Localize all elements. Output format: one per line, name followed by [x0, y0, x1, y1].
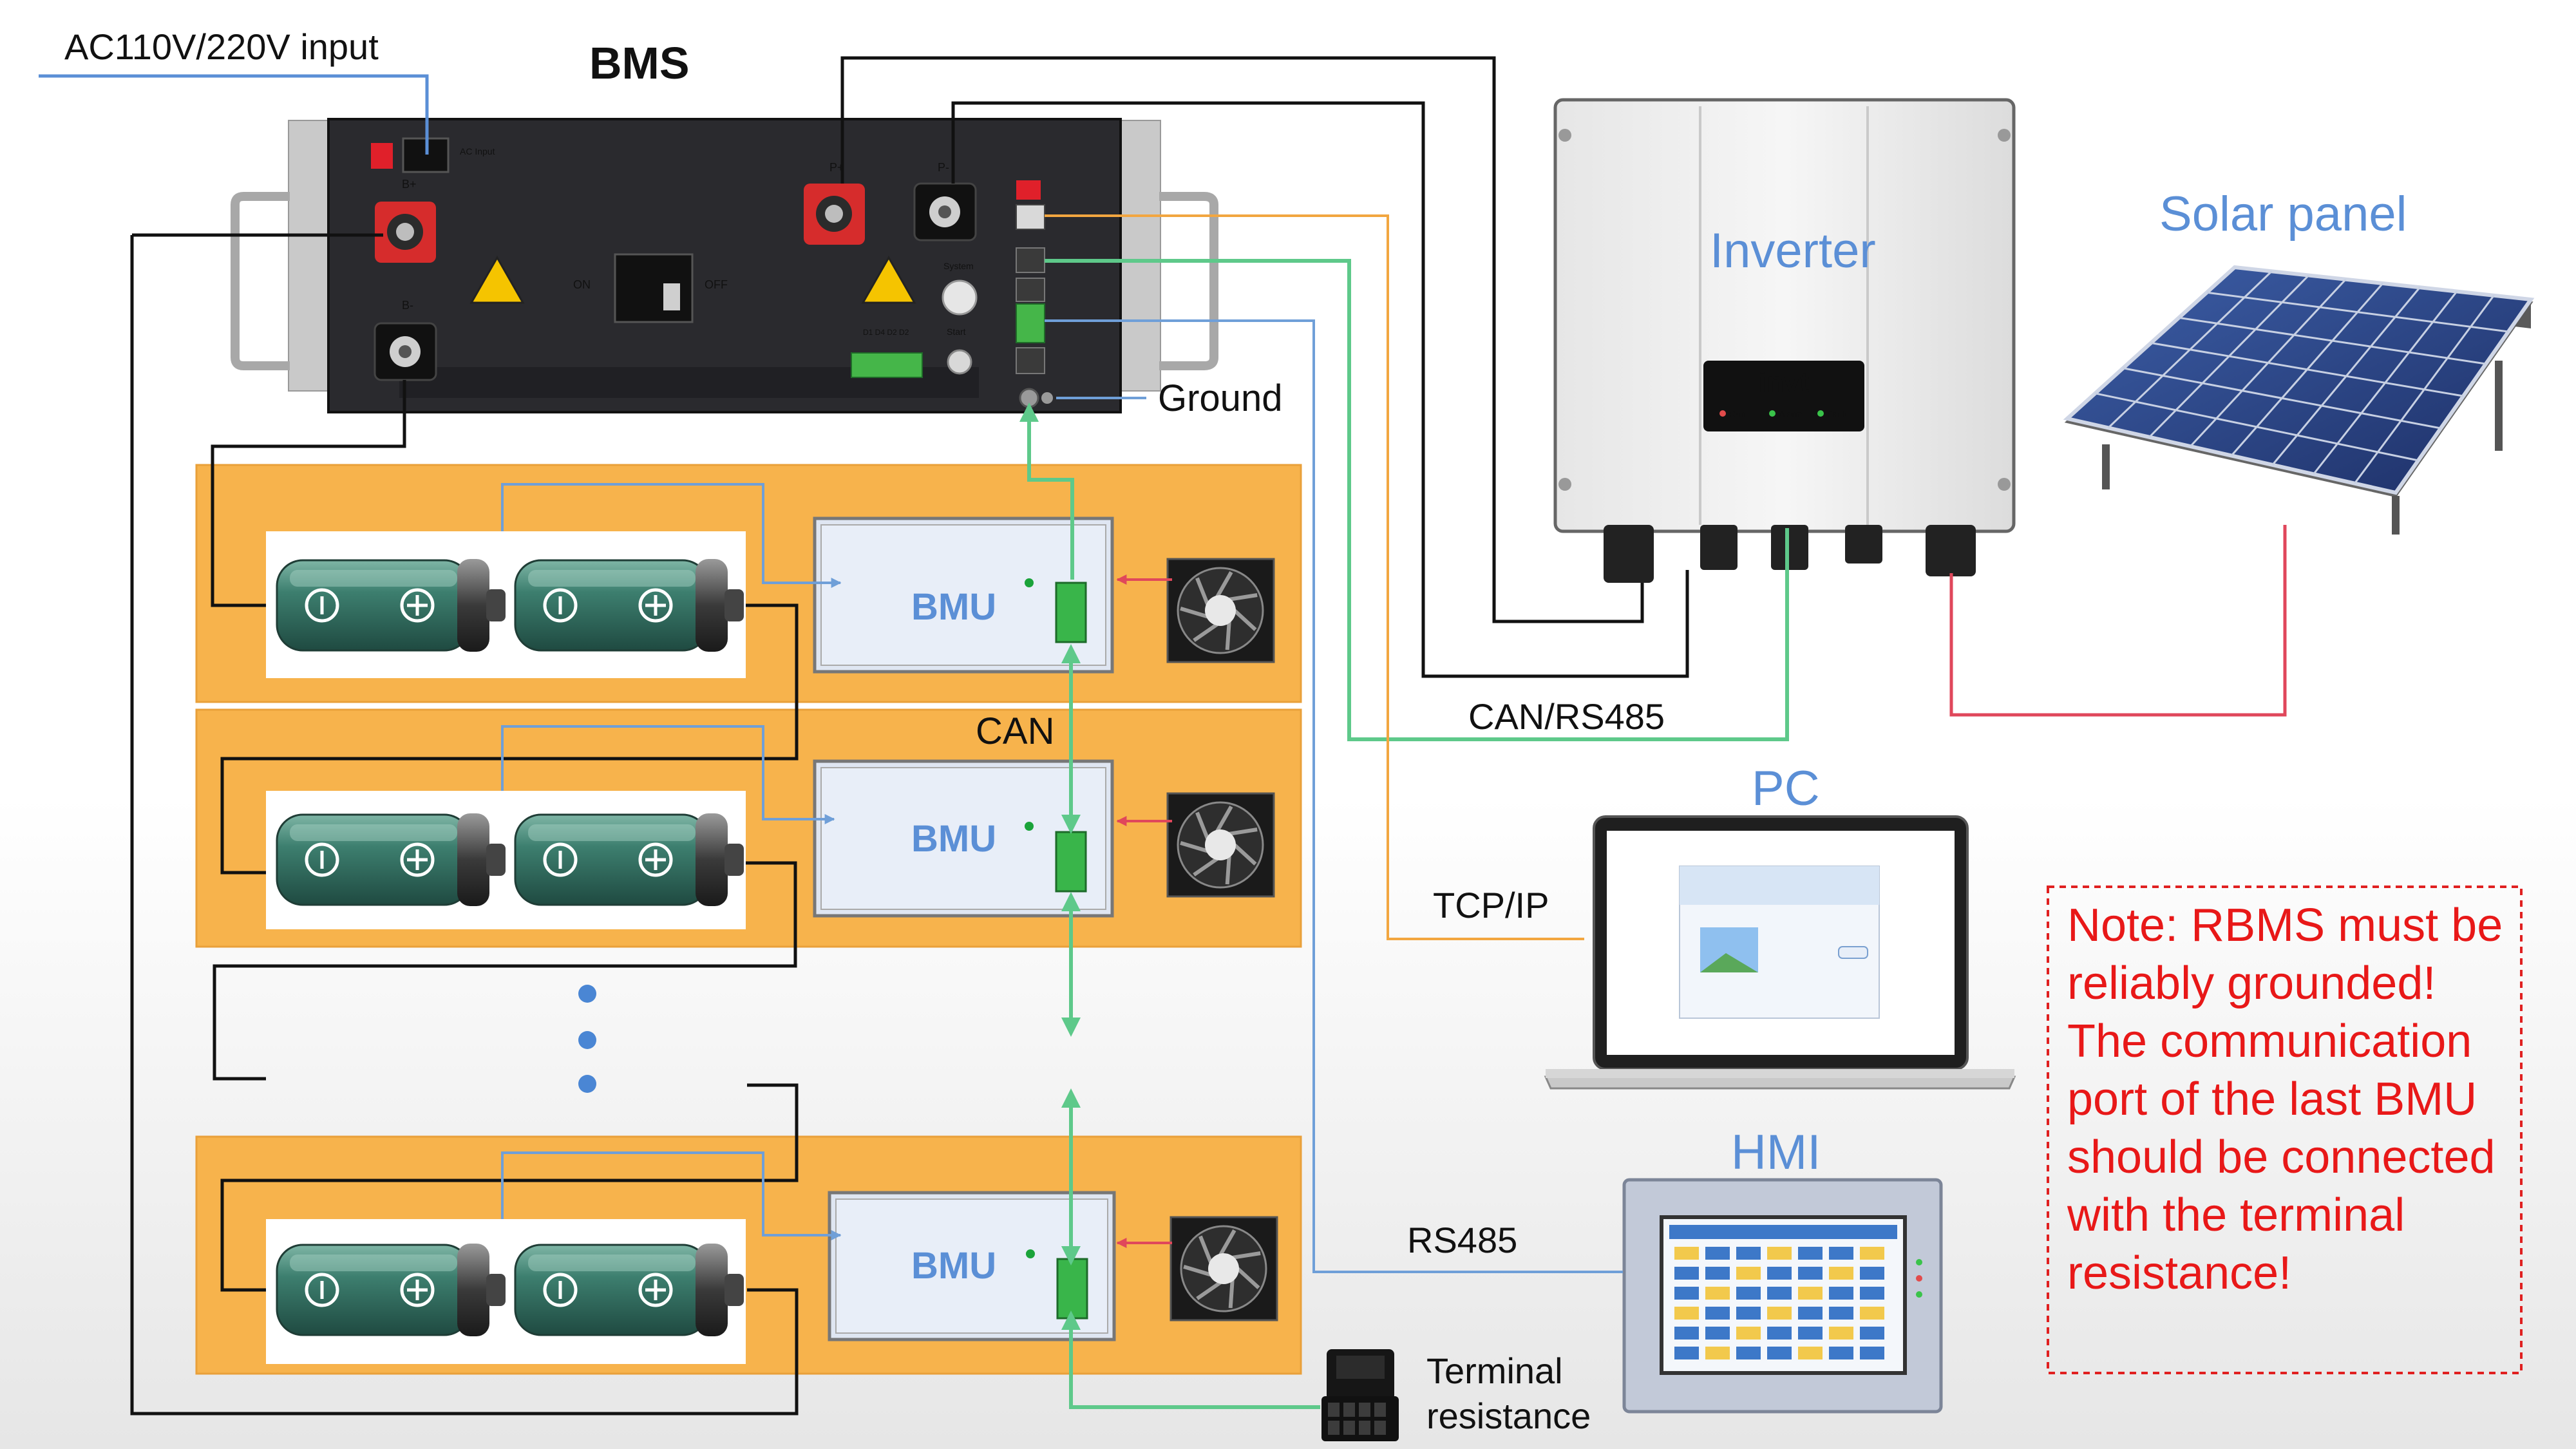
hmi-screen-icon [1622, 1178, 1943, 1414]
inverter-alarm-label: Alarm [1779, 409, 1803, 419]
bms-ac-input-label: AC Input [460, 146, 495, 156]
can-bus-wiring [1019, 259, 1789, 1409]
can-label: CAN [976, 710, 1054, 752]
terminal-label-line1: Terminal [1426, 1350, 1563, 1391]
tcp-ip-wire [1045, 214, 1584, 940]
bms-on-label: ON [573, 278, 591, 291]
can-rs485-label: CAN/RS485 [1468, 696, 1665, 737]
rs485-label: RS485 [1407, 1220, 1517, 1260]
grounding-note: Note: RBMS must be reliably grounded! Th… [2067, 900, 2503, 1299]
note-box [2047, 886, 2523, 1374]
solar-panel-icon [2063, 265, 2535, 535]
hmi-label: HMI [1731, 1125, 1821, 1180]
battery-cell-icon [276, 1244, 506, 1336]
ground-label: Ground [1158, 377, 1282, 419]
bms-unit: AC Input B+ B- ON OFF P+ P- System Start… [231, 118, 1218, 413]
bms-b-plus-label: B+ [402, 178, 417, 191]
bms-p-plus-label: P+ [829, 161, 844, 174]
ellipsis-dot [578, 1075, 596, 1093]
terminal-label-line2: resistance [1426, 1396, 1591, 1436]
laptop-icon [1544, 815, 2016, 1090]
pc-label: PC [1752, 761, 1820, 816]
inverter-brand: invt [1759, 366, 1810, 398]
rs485-wire [1045, 319, 1623, 1273]
battery-cell-icon [514, 559, 744, 652]
bms-start-label: Start [947, 327, 966, 337]
warning-icon [469, 255, 525, 304]
bmu-label-1: BMU [911, 586, 996, 628]
bmu-label-3: BMU [911, 1245, 996, 1287]
ac-input-label: AC110V/220V input [64, 26, 379, 67]
ac-input-wire [39, 74, 429, 155]
ellipsis-dot [578, 1031, 596, 1049]
solar-wire [1949, 525, 2287, 717]
battery-cell-icon [276, 813, 506, 906]
battery-cell-icon [514, 1244, 744, 1336]
inverter: invt Run Alarm Fault [1553, 98, 2016, 583]
bms-dip-label: D1 D4 D2 D2 [863, 328, 909, 337]
tcp-ip-label: TCP/IP [1433, 885, 1549, 925]
warning-icon [861, 255, 916, 304]
inverter-run-label: Run [1729, 409, 1746, 419]
bms-off-label: OFF [705, 278, 728, 291]
inverter-fault-label: Fault [1827, 409, 1847, 419]
bmu-label-2: BMU [911, 818, 996, 860]
solar-panel-label: Solar panel [2159, 187, 2407, 242]
terminal-connector-icon [1321, 1349, 1399, 1441]
bms-b-minus-label: B- [402, 299, 413, 312]
ellipsis-dot [578, 985, 596, 1003]
sense-wiring [501, 483, 842, 1240]
battery-cell-icon [514, 813, 744, 906]
bms-system-label: System [943, 261, 974, 271]
battery-cell-icon [276, 559, 506, 652]
fan-icon [1166, 792, 1275, 898]
bms-title: BMS [589, 38, 690, 88]
inverter-label: Inverter [1710, 223, 1876, 278]
fan-icon [1166, 558, 1275, 663]
bms-p-minus-label: P- [938, 161, 949, 174]
fan-icon [1170, 1216, 1278, 1321]
power-wiring [130, 56, 1689, 1416]
fan-wiring [1116, 574, 1172, 1248]
